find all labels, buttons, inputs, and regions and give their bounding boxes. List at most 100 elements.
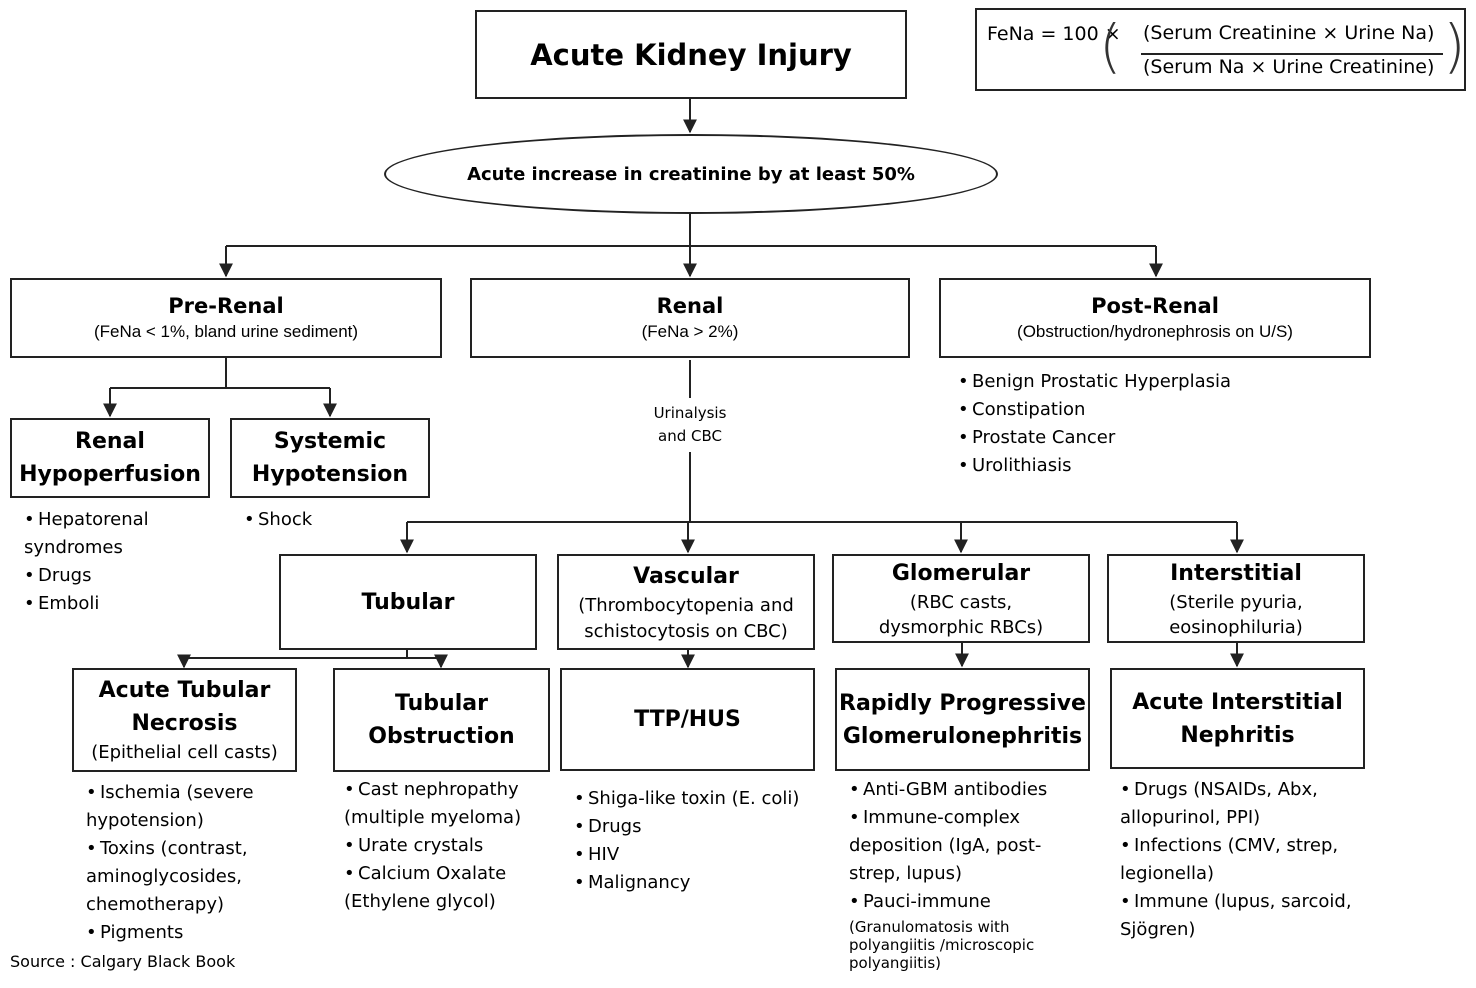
interstitial-title: Interstitial — [1170, 560, 1302, 586]
rpgn-list: •Anti-GBM antibodies •Immune-complex dep… — [849, 776, 1047, 916]
atn-line1: Acute Tubular — [98, 678, 271, 704]
list-item: aminoglycosides, — [86, 866, 242, 887]
prerenal-box: Pre-Renal (FeNa < 1%, bland urine sedime… — [10, 278, 442, 358]
vascular-box: Vascular (Thrombocytopenia and schistocy… — [557, 554, 815, 650]
atn-sub: (Epithelial cell casts) — [91, 742, 278, 764]
rpgn-line2: Glomerulonephritis — [842, 723, 1083, 749]
interstitial-sub2: eosinophiluria) — [1169, 617, 1303, 638]
ain-box: Acute Interstitial Nephritis — [1110, 668, 1365, 769]
list-item: •Immune-complex — [849, 807, 1021, 828]
renal-box: Renal (FeNa > 2%) — [470, 278, 910, 358]
obstruction-line1: Tubular — [395, 691, 488, 716]
list-item: •Calcium Oxalate — [344, 863, 507, 884]
tubular-box: Tubular — [279, 554, 537, 650]
ttp-hus-title: TTP/HUS — [634, 707, 741, 732]
formula-denominator: (Serum Na × Urine Creatinine) — [1143, 56, 1435, 78]
list-item: •Toxins (contrast, — [86, 838, 248, 859]
title-box: Acute Kidney Injury — [475, 10, 907, 99]
list-item: (Ethylene glycol) — [344, 891, 496, 912]
list-item: •Ischemia (severe — [86, 782, 254, 803]
list-item: •HIV — [574, 844, 620, 865]
ain-line1: Acute Interstitial — [1132, 689, 1343, 715]
hypotension-list: •Shock — [244, 506, 312, 534]
fraction-bar — [1141, 53, 1443, 55]
postrenal-title: Post-Renal — [1091, 293, 1219, 318]
hypoperfusion-line1: Renal — [75, 429, 145, 454]
list-item: •Prostate Cancer — [958, 427, 1116, 448]
list-item: •Emboli — [24, 593, 100, 614]
page-title: Acute Kidney Injury — [530, 37, 852, 72]
list-item: •Drugs — [24, 565, 92, 586]
formula-lhs: FeNa = 100 × — [987, 23, 1121, 45]
vascular-sub1: (Thrombocytopenia and — [578, 595, 794, 617]
list-item: •Benign Prostatic Hyperplasia — [958, 371, 1232, 392]
postrenal-sub: (Obstruction/hydronephrosis on U/S) — [1017, 322, 1293, 342]
interstitial-box: Interstitial (Sterile pyuria, eosinophil… — [1107, 554, 1365, 643]
systemic-hypotension-box: Systemic Hypotension — [230, 418, 430, 498]
list-item: allopurinol, PPI) — [1120, 807, 1261, 828]
list-item: •Cast nephropathy — [344, 779, 519, 800]
rpgn-line1: Rapidly Progressive — [839, 690, 1086, 716]
vascular-title: Vascular — [633, 564, 739, 590]
prerenal-title: Pre-Renal — [168, 293, 284, 318]
renal-hypoperfusion-box: Renal Hypoperfusion — [10, 418, 210, 498]
tubular-title: Tubular — [361, 589, 455, 615]
fena-formula: FeNa = 100 × ( (Serum Creatinine × Urine… — [975, 8, 1466, 91]
ttp-hus-box: TTP/HUS — [560, 668, 815, 771]
obstruction-list: •Cast nephropathy (multiple myeloma) •Ur… — [344, 776, 521, 916]
list-item: •Urate crystals — [344, 835, 484, 856]
list-item: (multiple myeloma) — [344, 807, 522, 828]
glomerular-box: Glomerular (RBC casts, dysmorphic RBCs) — [832, 554, 1090, 643]
atn-line2: Necrosis — [131, 711, 238, 737]
formula-numerator: (Serum Creatinine × Urine Na) — [1143, 22, 1435, 44]
postrenal-box: Post-Renal (Obstruction/hydronephrosis o… — [939, 278, 1371, 358]
list-item: syndromes — [24, 537, 123, 558]
rpgn-box: Rapidly Progressive Glomerulonephritis — [835, 668, 1090, 771]
list-item: •Shiga-like toxin (E. coli) — [574, 788, 800, 809]
list-item: strep, lupus) — [849, 863, 963, 884]
list-item: •Shock — [244, 509, 313, 530]
source-credit: Source : Calgary Black Book — [10, 952, 236, 971]
renal-title: Renal — [656, 293, 724, 318]
criterion-text: Acute increase in creatinine by at least… — [467, 163, 915, 185]
tubular-obstruction-box: Tubular Obstruction — [333, 668, 550, 772]
list-item: •Infections (CMV, strep, — [1120, 835, 1339, 856]
glomerular-title: Glomerular — [891, 560, 1031, 586]
obstruction-line2: Obstruction — [368, 724, 515, 749]
list-item: •Drugs — [574, 816, 642, 837]
criterion-ellipse: Acute increase in creatinine by at least… — [384, 134, 998, 214]
vascular-sub2: schistocytosis on CBC) — [584, 620, 788, 642]
list-item: chemotherapy) — [86, 894, 224, 915]
list-item: •Immune (lupus, sarcoid, — [1120, 891, 1352, 912]
list-item: Sjögren) — [1120, 919, 1196, 940]
right-paren-glyph: ) — [1443, 12, 1466, 80]
interstitial-sub1: (Sterile pyuria, — [1169, 591, 1303, 613]
postrenal-list: •Benign Prostatic Hyperplasia •Constipat… — [958, 368, 1231, 480]
list-item: deposition (IgA, post- — [849, 835, 1042, 856]
hypoperfusion-line2: Hypoperfusion — [19, 462, 201, 487]
list-item: •Hepatorenal — [24, 509, 149, 530]
list-item: •Pigments — [86, 922, 184, 943]
hypoperfusion-list: •Hepatorenal syndromes •Drugs •Emboli — [24, 506, 149, 618]
atn-list: •Ischemia (severe hypotension) •Toxins (… — [86, 779, 254, 947]
pauci-immune-note: (Granulomatosis with polyangiitis /micro… — [849, 918, 1035, 972]
atn-box: Acute Tubular Necrosis (Epithelial cell … — [72, 668, 297, 772]
list-item: •Urolithiasis — [958, 455, 1072, 476]
list-item: •Drugs (NSAIDs, Abx, — [1120, 779, 1318, 800]
ttp-hus-list: •Shiga-like toxin (E. coli) •Drugs •HIV … — [574, 785, 799, 897]
renal-sub: (FeNa > 2%) — [641, 322, 739, 342]
prerenal-sub: (FeNa < 1%, bland urine sediment) — [93, 322, 359, 342]
left-paren-glyph: ( — [1099, 12, 1122, 80]
list-item: •Pauci-immune — [849, 891, 991, 912]
glomerular-sub1: (RBC casts, — [909, 591, 1013, 613]
ain-line2: Nephritis — [1180, 722, 1295, 748]
list-item: •Anti-GBM antibodies — [849, 779, 1048, 800]
ain-list: •Drugs (NSAIDs, Abx, allopurinol, PPI) •… — [1120, 776, 1352, 944]
list-item: hypotension) — [86, 810, 204, 831]
list-item: •Malignancy — [574, 872, 691, 893]
list-item: •Constipation — [958, 399, 1086, 420]
renal-edge-label: Urinalysis and CBC — [653, 404, 727, 445]
list-item: legionella) — [1120, 863, 1215, 884]
glomerular-sub2: dysmorphic RBCs) — [878, 617, 1044, 638]
hypotension-line2: Hypotension — [251, 462, 409, 487]
